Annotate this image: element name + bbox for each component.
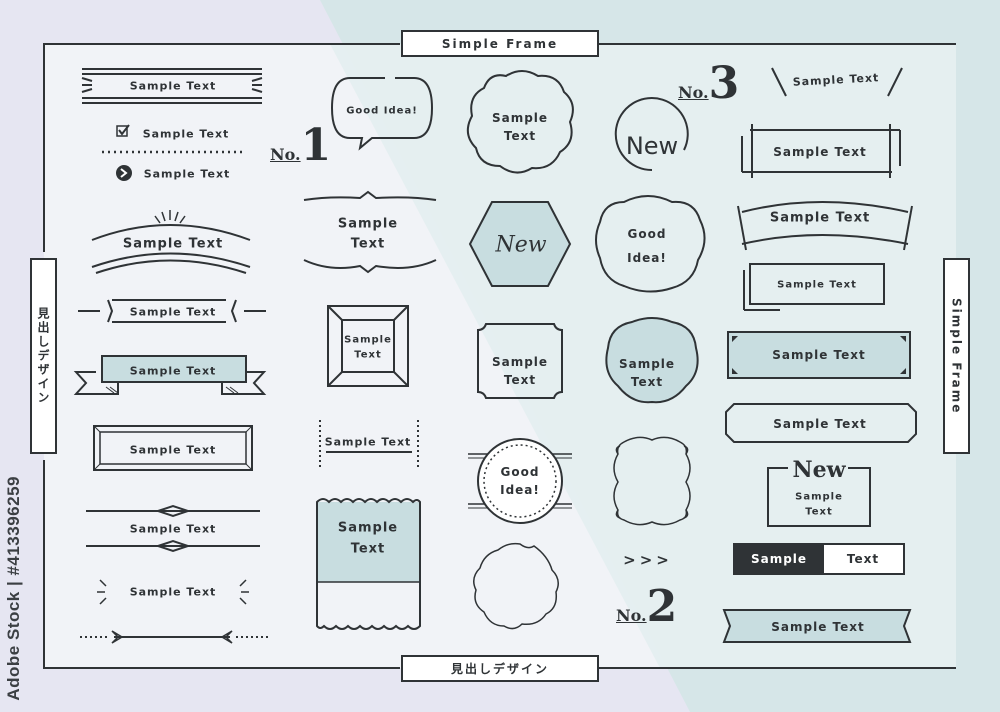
corner-heading: Sample Text bbox=[777, 279, 857, 291]
col2-decorations bbox=[303, 77, 437, 630]
ticket-line1: Sample bbox=[337, 520, 399, 536]
filled-heading: Sample Text bbox=[772, 348, 866, 362]
number-2-value: 2 bbox=[646, 581, 678, 632]
octo-line1: Good bbox=[627, 227, 667, 241]
number-2-prefix: No. bbox=[616, 606, 647, 625]
scallop-line2: Text bbox=[503, 129, 537, 143]
new-line1: Sample bbox=[795, 491, 843, 503]
stripe-heading: Sample Text bbox=[129, 79, 217, 93]
cut-heading: Sample Text bbox=[773, 417, 867, 431]
number-3-prefix: No. bbox=[678, 83, 709, 102]
check-item: Sample Text bbox=[142, 127, 230, 141]
bubble-text: Good Idea! bbox=[346, 105, 418, 117]
brace-line2: Text bbox=[350, 236, 386, 252]
new-circle-text: New bbox=[625, 132, 679, 160]
split-left: Sample bbox=[750, 552, 808, 566]
top-tab-label: Simple Frame bbox=[441, 36, 559, 51]
tape-heading: Sample Text bbox=[771, 620, 865, 634]
scallop-line1: Sample bbox=[491, 111, 549, 125]
octo-line2: Idea! bbox=[627, 251, 667, 265]
hex-text: New bbox=[495, 232, 547, 258]
col1-decorations bbox=[73, 68, 268, 644]
frame-line2: Text bbox=[354, 349, 382, 361]
right-tab: Simple Frame bbox=[943, 258, 970, 454]
notch-line1: Sample bbox=[491, 355, 549, 369]
frame-line1: Sample bbox=[344, 334, 392, 346]
dotted-heading: Sample Text bbox=[324, 435, 412, 449]
flag-heading: Sample Text bbox=[129, 305, 217, 319]
crossed-heading: Sample Text bbox=[773, 145, 867, 159]
circle-line1: Good bbox=[500, 465, 540, 479]
top-tab: Simple Frame bbox=[401, 30, 599, 57]
ribbon-heading: Sample Text bbox=[129, 364, 217, 378]
blob-line1: Sample bbox=[618, 357, 676, 371]
right-tab-label: Simple Frame bbox=[949, 297, 964, 415]
number-2: No.2 bbox=[616, 585, 677, 629]
diamond-heading: Sample Text bbox=[129, 522, 217, 536]
number-1-prefix: No. bbox=[270, 145, 301, 164]
bottom-tab: 見出しデザイン bbox=[401, 655, 599, 682]
new-title: New bbox=[792, 457, 846, 483]
new-line2: Text bbox=[805, 506, 833, 518]
arrow-item: Sample Text bbox=[143, 167, 231, 181]
stock-watermark: Adobe Stock | #413396259 bbox=[4, 476, 23, 701]
left-tab-label: 見出しデザイン bbox=[36, 307, 50, 405]
col3-decorations bbox=[466, 70, 574, 630]
number-3-value: 3 bbox=[708, 58, 740, 109]
left-tab: 見出しデザイン bbox=[30, 258, 57, 454]
number-3: No.3 bbox=[678, 62, 739, 106]
number-1: No.1 bbox=[270, 124, 331, 168]
notch-line2: Text bbox=[503, 373, 537, 387]
col5-decorations bbox=[722, 67, 917, 643]
blob-line2: Text bbox=[630, 375, 664, 389]
burst-heading: Sample Text bbox=[129, 585, 217, 599]
arc-heading: Sample Text bbox=[122, 236, 224, 252]
col4-decorations bbox=[595, 97, 706, 526]
split-right: Text bbox=[846, 552, 880, 566]
ticket-line2: Text bbox=[350, 541, 386, 557]
chevrons: >>> bbox=[623, 551, 673, 569]
circle-line2: Idea! bbox=[500, 483, 540, 497]
bottom-tab-label: 見出しデザイン bbox=[450, 662, 549, 676]
brace-line1: Sample bbox=[337, 216, 399, 232]
number-1-value: 1 bbox=[300, 120, 332, 171]
banner-heading: Sample Text bbox=[769, 210, 871, 226]
bevel-heading: Sample Text bbox=[129, 443, 217, 457]
